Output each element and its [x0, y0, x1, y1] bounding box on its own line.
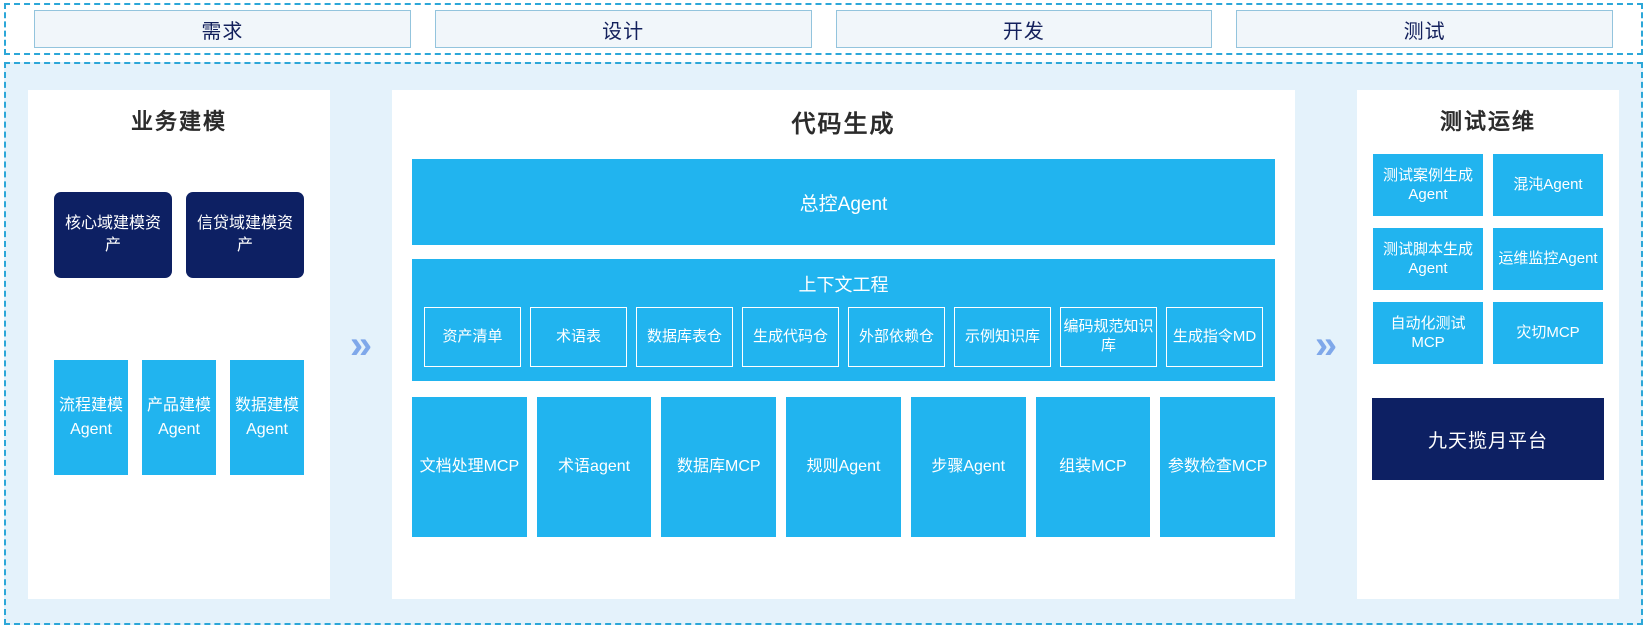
- agent-box-data-modeling[interactable]: 数据建模Agent: [230, 360, 304, 475]
- context-item-coding-standard-knowledge-base[interactable]: 编码规范知识库: [1060, 307, 1157, 367]
- context-item-generated-code-repo[interactable]: 生成代码仓: [742, 307, 839, 367]
- test-ops-box-label: 自动化测试MCP: [1390, 314, 1466, 352]
- tool-box-label: 术语agent: [558, 458, 631, 476]
- test-ops-box-test-script-generation-agent[interactable]: 测试脚本生成Agent: [1373, 228, 1483, 290]
- phase-label: 开发: [1002, 20, 1045, 43]
- tool-box-parameter-check-mcp[interactable]: 参数检查MCP: [1160, 397, 1276, 537]
- tool-box-database-mcp[interactable]: 数据库MCP: [661, 397, 777, 537]
- tool-box-label: 文档处理MCP: [419, 458, 520, 476]
- test-ops-box-label: 运维监控Agent: [1498, 250, 1598, 268]
- phase-box-requirements[interactable]: 需求: [34, 10, 411, 48]
- phase-label: 设计: [602, 20, 645, 43]
- context-engineering-title: 上下文工程: [798, 275, 889, 295]
- tool-box-document-processing-mcp[interactable]: 文档处理MCP: [412, 397, 527, 537]
- test-ops-box-label: 混沌Agent: [1513, 176, 1583, 194]
- context-item-label: 数据库表仓: [646, 327, 722, 345]
- context-item-label: 编码规范知识库: [1063, 318, 1154, 354]
- phase-label: 测试: [1403, 20, 1446, 43]
- context-item-label: 示例知识库: [964, 327, 1040, 345]
- context-item-generation-instruction-md[interactable]: 生成指令MD: [1166, 307, 1263, 367]
- chevron-right-icon-left: »: [330, 90, 392, 599]
- asset-box-credit-domain[interactable]: 信贷域建模资产: [186, 192, 304, 278]
- tool-box-assembly-mcp[interactable]: 组装MCP: [1035, 397, 1151, 537]
- chevron-glyph: »: [1314, 322, 1338, 367]
- panel-title-code-generation: 代码生成: [791, 111, 896, 138]
- phase-box-design[interactable]: 设计: [434, 10, 812, 48]
- phase-box-testing[interactable]: 测试: [1236, 10, 1613, 48]
- master-control-agent-label: 总控Agent: [799, 193, 888, 215]
- context-item-db-table-repo[interactable]: 数据库表仓: [636, 307, 733, 367]
- phase-box-development[interactable]: 开发: [835, 10, 1213, 48]
- agent-box-label: 产品建模Agent: [146, 397, 211, 438]
- tool-box-label: 参数检查MCP: [1167, 458, 1268, 476]
- context-engineering-block: 上下文工程 资产清单 术语表 数据库表仓 生成代码仓: [412, 259, 1275, 381]
- asset-box-label: 信贷域建模资产: [196, 215, 293, 254]
- context-item-external-dependency-repo[interactable]: 外部依赖仓: [848, 307, 945, 367]
- tool-box-label: 规则Agent: [806, 458, 881, 476]
- tool-box-label: 数据库MCP: [677, 458, 761, 476]
- test-ops-box-automated-test-mcp[interactable]: 自动化测试MCP: [1373, 302, 1483, 364]
- asset-box-label: 核心域建模资产: [64, 215, 161, 254]
- test-ops-box-chaos-agent[interactable]: 混沌Agent: [1493, 154, 1603, 216]
- platform-box-label: 九天揽月平台: [1427, 430, 1548, 452]
- context-item-label: 外部依赖仓: [858, 327, 934, 345]
- context-item-glossary[interactable]: 术语表: [530, 307, 627, 367]
- test-ops-box-label: 灾切MCP: [1516, 324, 1580, 342]
- asset-box-group: 核心域建模资产 信贷域建模资产: [54, 192, 304, 278]
- test-ops-box-testcase-generation-agent[interactable]: 测试案例生成Agent: [1373, 154, 1483, 216]
- test-ops-box-group: 测试案例生成Agent 混沌Agent 测试脚本生成Agent 运维监控Agen…: [1373, 154, 1603, 364]
- test-ops-box-ops-monitoring-agent[interactable]: 运维监控Agent: [1493, 228, 1603, 290]
- main-diagram-area: 业务建模 核心域建模资产 信贷域建模资产 流程建模Agent 产品建模Agent…: [4, 62, 1643, 625]
- test-ops-box-disaster-switch-mcp[interactable]: 灾切MCP: [1493, 302, 1603, 364]
- agent-box-label: 流程建模Agent: [58, 397, 123, 438]
- tool-box-group: 文档处理MCP 术语agent 数据库MCP 规则Agent 步骤Agent: [412, 397, 1276, 537]
- code-generation-content: 总控Agent 上下文工程 资产清单 术语表 数据库表仓: [392, 139, 1295, 537]
- phase-bar: 需求 设计 开发 测试: [4, 3, 1643, 55]
- context-item-asset-list[interactable]: 资产清单: [424, 307, 521, 367]
- context-item-label: 生成指令MD: [1172, 327, 1257, 345]
- context-item-label: 生成代码仓: [752, 327, 828, 345]
- tool-box-rule-agent[interactable]: 规则Agent: [786, 397, 901, 537]
- context-item-group: 资产清单 术语表 数据库表仓 生成代码仓 外部依赖仓: [424, 307, 1263, 367]
- context-item-label: 术语表: [555, 327, 601, 345]
- master-control-agent-box[interactable]: 总控Agent: [412, 159, 1275, 245]
- asset-box-core-domain[interactable]: 核心域建模资产: [54, 192, 172, 278]
- chevron-right-icon-right: »: [1295, 90, 1357, 599]
- context-item-example-knowledge-base[interactable]: 示例知识库: [954, 307, 1051, 367]
- panel-title-test-operations: 测试运维: [1439, 109, 1536, 134]
- panel-test-operations: 测试运维 测试案例生成Agent 混沌Agent 测试脚本生成Agent 运维监…: [1357, 90, 1619, 599]
- phase-label: 需求: [201, 20, 244, 43]
- tool-box-step-agent[interactable]: 步骤Agent: [910, 397, 1026, 537]
- tool-box-label: 组装MCP: [1059, 458, 1127, 476]
- panel-title-business-modeling: 业务建模: [130, 109, 227, 134]
- context-item-label: 资产清单: [442, 327, 503, 345]
- panel-business-modeling: 业务建模 核心域建模资产 信贷域建模资产 流程建模Agent 产品建模Agent…: [28, 90, 330, 599]
- agent-box-process-modeling[interactable]: 流程建模Agent: [54, 360, 128, 475]
- platform-box-jiutian-lanyue[interactable]: 九天揽月平台: [1372, 398, 1604, 480]
- chevron-glyph: »: [349, 322, 373, 367]
- test-ops-box-label: 测试案例生成Agent: [1382, 166, 1473, 204]
- panel-code-generation: 代码生成 总控Agent 上下文工程 资产清单 术语表: [392, 90, 1295, 599]
- tool-box-label: 步骤Agent: [931, 458, 1006, 476]
- modeling-agent-group: 流程建模Agent 产品建模Agent 数据建模Agent: [54, 360, 304, 475]
- tool-box-terminology-agent[interactable]: 术语agent: [536, 397, 652, 537]
- agent-box-label: 数据建模Agent: [234, 397, 299, 438]
- agent-box-product-modeling[interactable]: 产品建模Agent: [142, 360, 216, 475]
- test-ops-box-label: 测试脚本生成Agent: [1382, 240, 1473, 278]
